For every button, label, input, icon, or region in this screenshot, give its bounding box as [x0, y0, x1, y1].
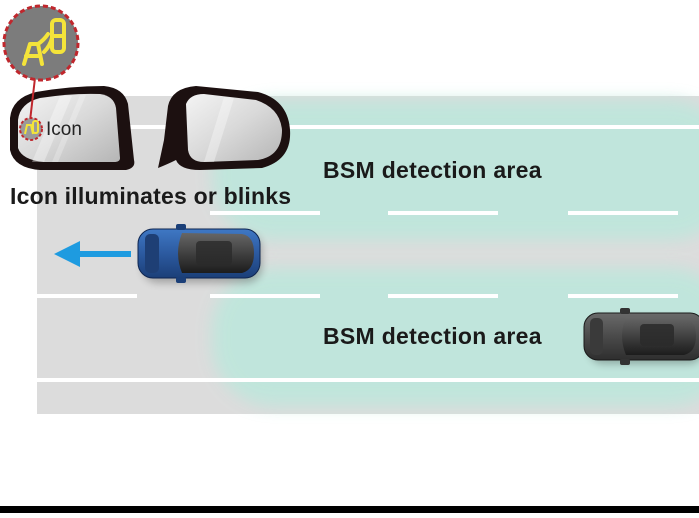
- icon-caption: Icon illuminates or blinks: [10, 183, 292, 209]
- lane-dash: [210, 294, 320, 298]
- detection-area-upper: [212, 100, 699, 240]
- lane-dash: [388, 211, 498, 215]
- lane-dash: [568, 294, 678, 298]
- lane-dash: [568, 211, 678, 215]
- lane-dash: [210, 211, 320, 215]
- side-mirror-icon: [10, 86, 135, 170]
- lane-dash: [388, 294, 498, 298]
- lane-dash: [37, 294, 137, 298]
- icon-callout-label: Icon: [46, 119, 82, 140]
- lane-edge-top: [37, 125, 699, 129]
- lane-markings: [37, 125, 699, 382]
- detection-area-label-upper: BSM detection area: [323, 157, 542, 183]
- bsm-warning-icon: [2, 4, 80, 82]
- ego-car: [137, 224, 262, 283]
- detection-area-label-lower: BSM detection area: [323, 323, 542, 349]
- lane-edge-bottom: [37, 378, 699, 382]
- bottom-bar: [0, 506, 699, 513]
- side-mirror-icon: [158, 86, 291, 170]
- callout-connector: [29, 77, 36, 122]
- direction-arrow-icon: [54, 241, 131, 267]
- detection-area-lower: [212, 268, 699, 406]
- mirror-indicator-icon: [19, 117, 43, 141]
- other-car: [583, 308, 699, 365]
